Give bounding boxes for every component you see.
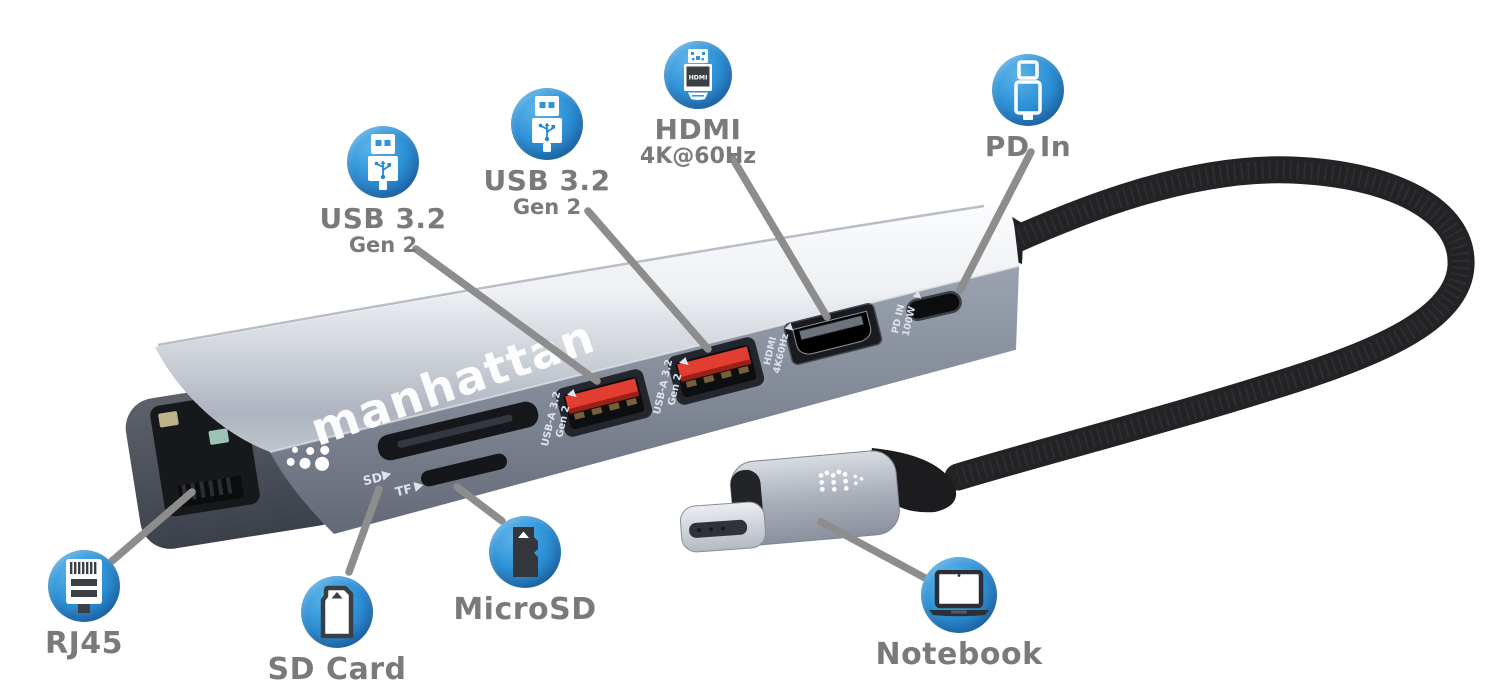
callout-usb-1-sublabel: Gen 2	[348, 233, 418, 258]
leader-line-microsd	[453, 483, 506, 525]
callout-notebook-label: Notebook	[875, 637, 1043, 672]
hdmi-icon: HDMI	[664, 41, 732, 109]
leader-lines	[108, 148, 1035, 583]
usb-c-plug-icon	[992, 54, 1064, 126]
usb-a-icon	[347, 126, 419, 198]
usb-c-pd-port	[906, 290, 962, 322]
rj45-led-green	[208, 428, 229, 445]
callout-hdmi-label: HDMI	[654, 113, 742, 146]
callout-usb-1-label: USB 3.2	[319, 202, 447, 235]
microsd-card-icon	[489, 516, 561, 588]
callout-microsd-label: MicroSD	[453, 592, 597, 627]
rj45-plug-icon	[48, 550, 120, 622]
callout-usb-1: USB 3.2 Gen 2	[308, 126, 458, 257]
notebook-icon	[921, 557, 997, 633]
hub-top-face	[155, 205, 1019, 452]
sd-slot: SD	[361, 401, 539, 488]
leader-line-sd-card	[345, 485, 383, 576]
rj45-led-amber	[158, 411, 179, 428]
port-arrow	[678, 357, 689, 366]
leader-line-rj45	[108, 488, 196, 565]
usb-c-connector	[680, 448, 957, 553]
callout-microsd: MicroSD	[450, 516, 600, 626]
sd-card-icon	[301, 576, 373, 648]
usb-c-plug-tip	[680, 501, 766, 553]
port-arrow	[784, 322, 794, 331]
callout-rj45-label: RJ45	[44, 626, 123, 661]
leader-line-notebook	[817, 518, 931, 583]
tf-slot: TF	[394, 453, 508, 500]
leader-line-usb2	[584, 207, 712, 353]
callout-pd-in-label: PD In	[984, 130, 1072, 163]
callout-sd-card: SD Card	[262, 576, 412, 686]
callout-notebook: Notebook	[875, 557, 1042, 671]
callout-sd-card-label: SD Card	[267, 652, 407, 687]
leader-line-hdmi	[729, 155, 831, 321]
callout-hdmi: HDMI HDMI 4K@60Hz	[623, 41, 773, 169]
callout-usb-2-sublabel: Gen 2	[512, 195, 582, 220]
callout-rj45: RJ45	[9, 550, 159, 660]
hdmi-port-label: HDMI 4K60Hz	[762, 322, 794, 375]
hdmi-port	[783, 303, 883, 365]
tf-slot-label: TF	[394, 481, 414, 500]
tf-arrow	[413, 482, 424, 492]
leader-line-usb1	[412, 245, 601, 385]
sd-arrow	[381, 471, 392, 481]
usb-a-icon	[511, 88, 583, 160]
port-arrow	[566, 389, 577, 398]
manhattan-logo-mark	[818, 469, 864, 492]
callout-pd-in: PD In	[953, 54, 1103, 162]
port-arrow	[912, 290, 922, 299]
callout-usb-2: USB 3.2 Gen 2	[472, 88, 622, 219]
leader-line-pd-in	[956, 148, 1035, 294]
hub-device: manhattan SD TF	[125, 204, 1020, 549]
hdmi-icon-text: HDMI	[689, 75, 708, 82]
sd-slot-label: SD	[361, 469, 383, 488]
callout-hdmi-sublabel: 4K@60Hz	[639, 144, 757, 170]
callout-usb-2-label: USB 3.2	[483, 164, 611, 197]
host-cable	[944, 156, 1475, 491]
